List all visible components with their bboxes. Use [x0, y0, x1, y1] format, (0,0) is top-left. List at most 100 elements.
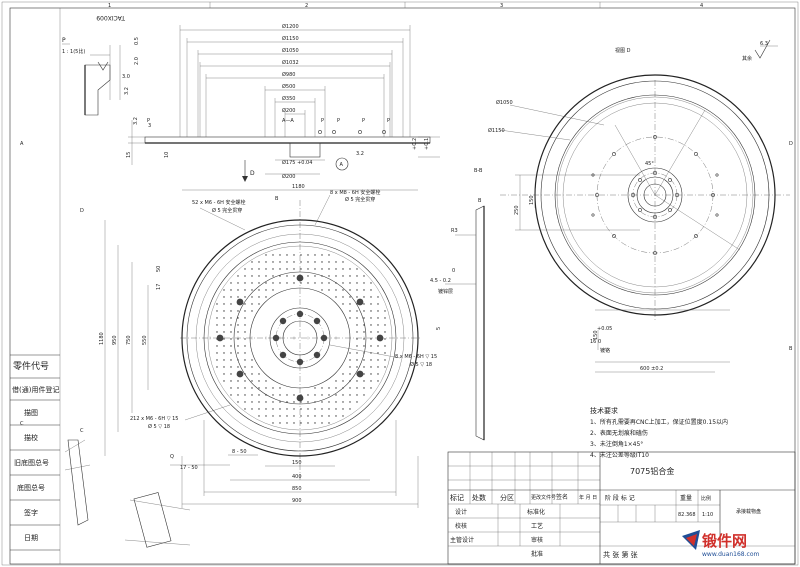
- bottom-400: 400: [292, 474, 302, 480]
- tb-sheet: 共 张 第 张: [603, 550, 638, 559]
- grid-hole: [307, 401, 309, 403]
- grid-hole: [377, 345, 379, 347]
- top-dim-500: Ø500: [282, 83, 295, 90]
- grid-hole: [349, 387, 351, 389]
- grid-hole: [272, 401, 274, 403]
- tb-header-count: 处数: [472, 493, 486, 502]
- grid-hole: [328, 422, 330, 424]
- grid-hole: [223, 352, 225, 354]
- grid-hole: [279, 401, 281, 403]
- grid-hole: [237, 401, 239, 403]
- grid-hole: [349, 289, 351, 291]
- detail-p-dim-1: 3.2: [124, 87, 130, 95]
- right-dim-150: 150: [593, 330, 599, 340]
- small-dim-17: 17: [156, 284, 162, 290]
- grid-hole: [342, 380, 344, 382]
- grid-hole: [237, 394, 239, 396]
- grid-hole: [321, 261, 323, 263]
- grid-hole: [244, 352, 246, 354]
- grid-hole: [265, 408, 267, 410]
- left-dim-10: 10: [164, 152, 170, 158]
- grid-hole: [328, 289, 330, 291]
- grid-hole: [335, 401, 337, 403]
- tech-req-title: 技术要求: [590, 406, 618, 415]
- grid-hole: [356, 359, 358, 361]
- grid-hole: [370, 373, 372, 375]
- roughness-symbol: 6.3 其余: [742, 39, 778, 62]
- grid-hole: [272, 261, 274, 263]
- grid-hole: [356, 275, 358, 277]
- grid-hole: [363, 373, 365, 375]
- tb-row-check: 校核: [455, 522, 467, 530]
- grid-hole: [272, 282, 274, 284]
- grid-hole: [363, 366, 365, 368]
- grid-hole: [265, 415, 267, 417]
- grid-hole: [342, 373, 344, 375]
- grid-hole: [349, 303, 351, 305]
- hole-note-3b: Ø 5 ▽ 18: [410, 361, 432, 368]
- grid-hole: [349, 359, 351, 361]
- grid-hole: [349, 366, 351, 368]
- technical-requirements: 技术要求 1、所有孔需要再CNC上加工，保证位置度0.15以内 2、表面无划痕和…: [590, 406, 728, 459]
- grid-hole: [363, 324, 365, 326]
- view-d-title: 视图 D: [615, 47, 631, 54]
- grid-hole: [314, 268, 316, 270]
- side-date: 日期: [24, 534, 38, 542]
- grid-hole: [237, 387, 239, 389]
- grid-hole: [258, 289, 260, 291]
- frame-number-3: 3: [500, 3, 503, 9]
- grid-hole: [251, 408, 253, 410]
- grid-hole: [300, 401, 302, 403]
- grid-hole: [251, 303, 253, 305]
- grid-hole: [349, 317, 351, 319]
- grid-hole: [258, 394, 260, 396]
- grid-hole: [321, 394, 323, 396]
- right-dim-16: 16 0: [590, 339, 601, 345]
- grid-hole: [272, 268, 274, 270]
- small-dim-5: 5: [436, 327, 442, 330]
- grid-hole: [216, 352, 218, 354]
- grid-hole: [335, 380, 337, 382]
- grid-hole: [363, 352, 365, 354]
- grid-hole: [279, 408, 281, 410]
- grid-hole: [272, 422, 274, 424]
- grid-hole: [279, 261, 281, 263]
- grid-hole: [307, 394, 309, 396]
- view-d-dim-150: 150: [529, 195, 535, 205]
- frame-number-1: 1: [108, 3, 111, 9]
- grid-hole: [272, 387, 274, 389]
- grid-hole: [363, 275, 365, 277]
- grid-hole: [286, 275, 288, 277]
- grid-hole: [377, 296, 379, 298]
- top-dim-200: Ø200: [282, 107, 295, 114]
- grid-hole: [300, 408, 302, 410]
- tb-weight: 82.368: [678, 512, 696, 518]
- grid-hole: [300, 415, 302, 417]
- front-view: 8 x M8 - 6H 安全螺栓 Ø 5 完全贯穿 52 x M6 - 6H 安…: [80, 184, 442, 508]
- detail-p-dim-3: 0.5: [134, 37, 140, 45]
- grid-hole: [321, 408, 323, 410]
- grid-hole: [314, 408, 316, 410]
- grid-hole: [349, 275, 351, 277]
- p-marker-4: P: [387, 118, 390, 124]
- section-label-aa: A—A: [282, 118, 294, 124]
- grid-hole: [384, 338, 386, 340]
- grid-hole: [349, 380, 351, 382]
- frame-letter-a: A: [20, 141, 24, 147]
- grid-hole: [230, 317, 232, 319]
- grid-hole: [258, 296, 260, 298]
- grid-hole: [265, 296, 267, 298]
- grid-hole: [223, 289, 225, 291]
- hole-note-1: 8 x M8 - 6H 安全螺栓: [330, 189, 380, 196]
- grid-hole: [237, 282, 239, 284]
- height-550: 550: [142, 335, 148, 345]
- grid-hole: [258, 282, 260, 284]
- grid-hole: [342, 261, 344, 263]
- grid-hole: [335, 415, 337, 417]
- grid-hole: [230, 310, 232, 312]
- grid-hole: [377, 366, 379, 368]
- grid-hole: [342, 275, 344, 277]
- grid-hole: [328, 387, 330, 389]
- grid-hole: [335, 261, 337, 263]
